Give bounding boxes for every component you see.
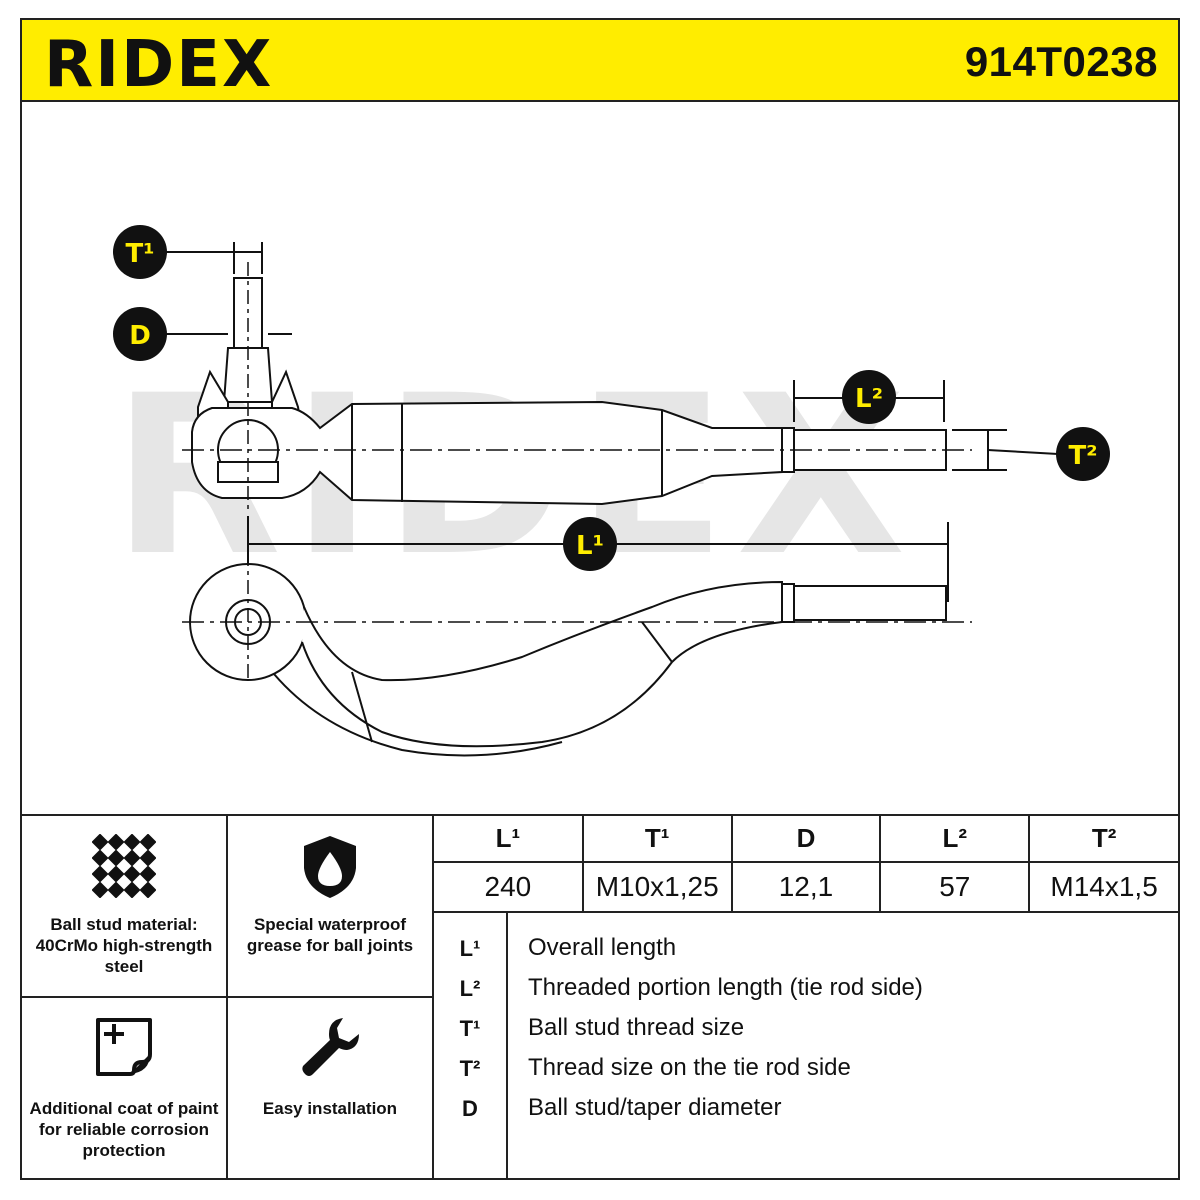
- feature-paint: Additional coat of paint for reliable co…: [22, 998, 228, 1180]
- feature-text: Ball stud material: 40CrMo high-strength…: [35, 915, 213, 976]
- dim-badge-t1: T¹: [113, 225, 167, 279]
- spec-value: 240: [434, 861, 584, 913]
- wrench-icon: [302, 1018, 359, 1076]
- legend: L¹ Overall length L² Threaded portion le…: [434, 912, 1178, 1180]
- legend-description: Ball stud/taper diameter: [528, 1094, 782, 1121]
- spec-header: T¹: [581, 816, 733, 863]
- legend-row: T² Thread size on the tie rod side: [434, 1050, 1178, 1090]
- paint-coat-icon: [96, 1018, 152, 1076]
- brand-logo: RIDEX: [44, 28, 273, 98]
- svg-text:RIDEX: RIDEX: [44, 28, 273, 98]
- spec-header: L²: [879, 816, 1031, 863]
- legend-symbol: T¹: [459, 1016, 481, 1041]
- legend-divider: [506, 912, 508, 1180]
- header-bar: RIDEX 914T0238: [22, 20, 1178, 102]
- legend-symbol: T²: [459, 1056, 481, 1081]
- spec-header: T²: [1028, 816, 1178, 863]
- feature-material: Ball stud material: 40CrMo high-strength…: [22, 816, 228, 998]
- part-number: 914T0238: [964, 38, 1158, 85]
- legend-symbol: L²: [459, 976, 481, 1001]
- dim-badge-t2: T²: [1056, 427, 1110, 481]
- spec-section: Ball stud material: 40CrMo high-strength…: [22, 814, 1178, 1180]
- feature-grease: Special waterproof grease for ball joint…: [228, 816, 434, 998]
- oil-drop-shield-icon: [304, 836, 356, 898]
- dim-badge-l1: L¹: [563, 517, 617, 571]
- technical-drawing: RIDEX: [22, 102, 1178, 814]
- legend-row: D Ball stud/taper diameter: [434, 1090, 1178, 1130]
- spec-value: 12,1: [730, 861, 882, 913]
- svg-text:T²: T²: [1068, 441, 1097, 471]
- svg-text:L¹: L¹: [576, 531, 604, 561]
- spec-table: L¹ T¹ D L² T² 240 M10x1,25 12,1 57 M14x1…: [434, 816, 1178, 913]
- legend-row: L¹ Overall length: [434, 930, 1178, 970]
- spec-header: D: [730, 816, 882, 863]
- legend-description: Thread size on the tie rod side: [528, 1054, 851, 1081]
- svg-text:L²: L²: [855, 384, 883, 414]
- dim-badge-d: D: [113, 307, 167, 361]
- spec-value: M14x1,5: [1028, 861, 1178, 913]
- spec-value: M10x1,25: [581, 861, 733, 913]
- feature-installation: Easy installation: [228, 998, 434, 1180]
- legend-row: L² Threaded portion length (tie rod side…: [434, 970, 1178, 1010]
- dim-badge-l2: L²: [842, 370, 896, 424]
- grid-pattern-icon: [92, 834, 156, 898]
- legend-description: Ball stud thread size: [528, 1014, 745, 1041]
- spec-value: 57: [879, 861, 1031, 913]
- legend-row: T¹ Ball stud thread size: [434, 1010, 1178, 1050]
- spec-value-row: 240 M10x1,25 12,1 57 M14x1,5: [434, 861, 1178, 913]
- svg-text:T¹: T¹: [125, 239, 154, 269]
- spec-header-row: L¹ T¹ D L² T²: [434, 816, 1178, 863]
- feature-text: Special waterproof grease for ball joint…: [246, 915, 414, 955]
- legend-description: Overall length: [528, 934, 677, 961]
- legend-symbol: D: [462, 1096, 478, 1121]
- feature-text: Easy installation: [262, 1099, 398, 1118]
- svg-text:D: D: [129, 321, 151, 351]
- legend-description: Threaded portion length (tie rod side): [528, 974, 923, 1001]
- drawing-canvas: RIDEX: [112, 225, 1110, 757]
- page-frame: RIDEX 914T0238 RIDEX: [20, 18, 1180, 1180]
- spec-header: L¹: [434, 816, 584, 863]
- feature-text: Additional coat of paint for reliable co…: [29, 1099, 219, 1160]
- legend-symbol: L¹: [459, 936, 481, 961]
